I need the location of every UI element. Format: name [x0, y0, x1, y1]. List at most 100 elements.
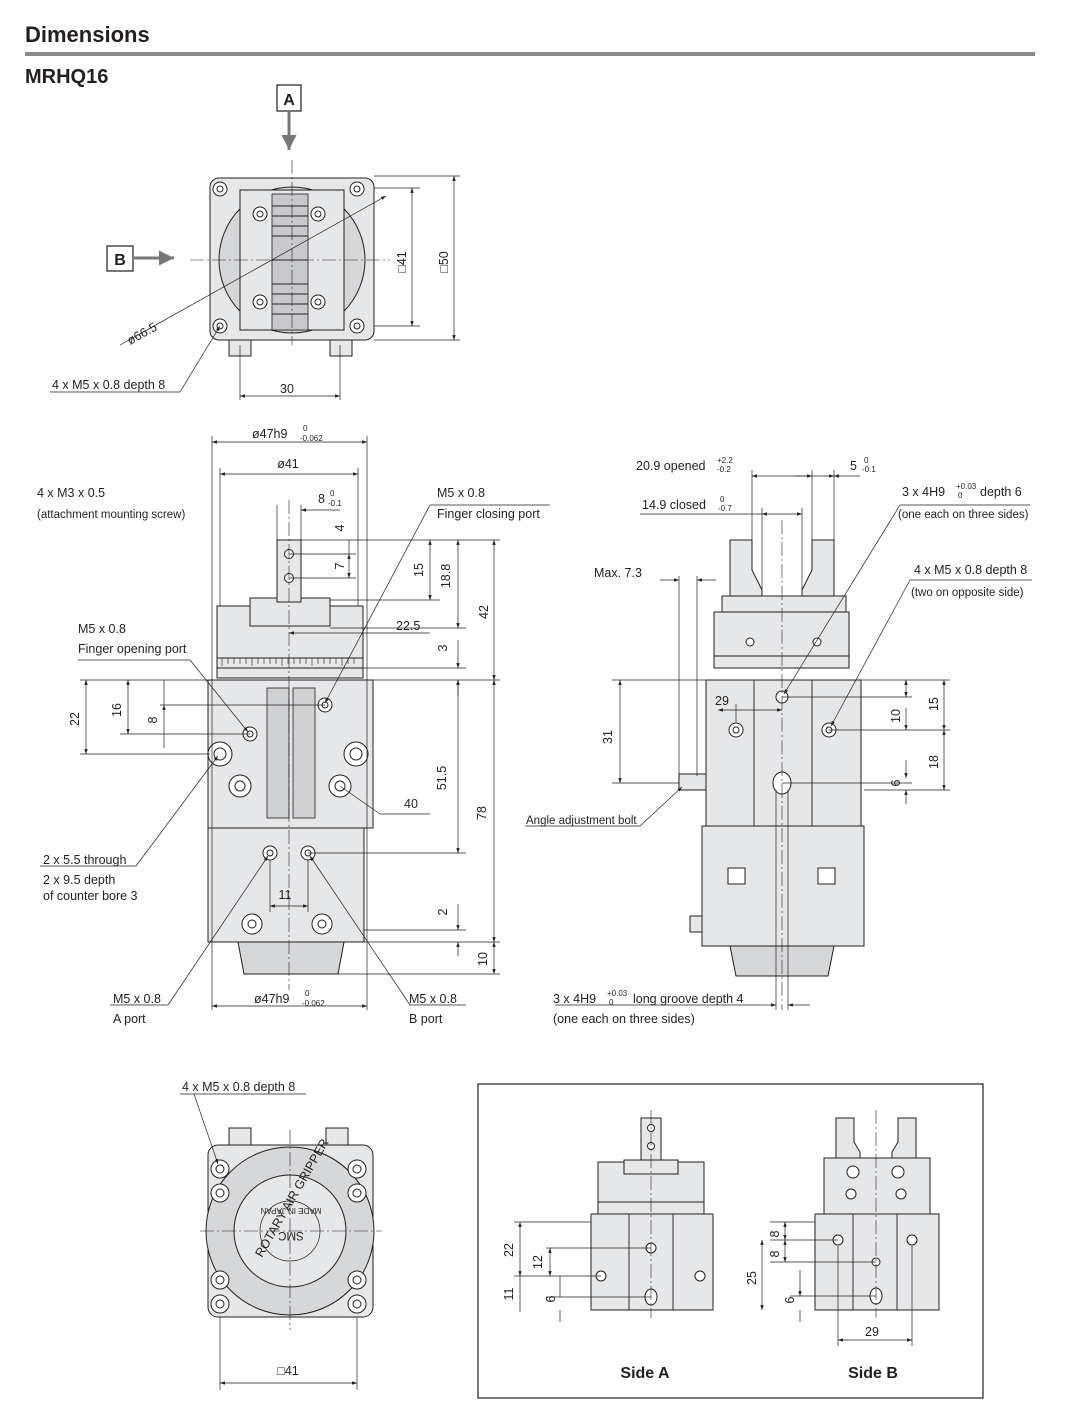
inset-a-dim-22: 22: [502, 1243, 516, 1257]
groove-depth: long groove depth 4: [633, 992, 744, 1006]
dim-10-side: 10: [889, 709, 903, 723]
b-port-label: M5 x 0.8: [409, 992, 457, 1006]
att-screw-note: (attachment mounting screw): [37, 509, 185, 521]
side-tap-label: 4 x M5 x 0.8 depth 8: [914, 563, 1027, 577]
model-title: MRHQ16: [25, 66, 109, 88]
inset-b-dim-25: 25: [745, 1271, 759, 1285]
dim-31: 31: [601, 730, 615, 744]
label-brand: SMC: [278, 1229, 304, 1241]
groove-note: (one each on three sides): [553, 1012, 695, 1026]
dim-d47-bottom: ø47h9: [254, 992, 289, 1006]
pin-hole-note: (one each on three sides): [898, 509, 1029, 521]
dim-pitch-30: 30: [280, 382, 294, 396]
dim-sq-50: □50: [437, 251, 451, 273]
dim-closed: 14.9 closed: [642, 498, 706, 512]
view-a-marker: [276, 84, 302, 112]
view-b-marker: [106, 245, 134, 272]
dim-w5-tol-lo: -0.1: [862, 465, 876, 474]
att-screw-label: 4 x M3 x 0.5: [37, 486, 105, 500]
dim-42: 42: [477, 605, 491, 619]
groove-tol-hi: +0.03: [607, 989, 628, 998]
top-screw-holes: [212, 181, 365, 334]
pin-hole-label: 3 x 4H9: [902, 485, 945, 499]
dim-closed-tol-lo: -0.7: [718, 504, 732, 513]
pin-hole-tol-lo: 0: [958, 491, 963, 500]
inset-side-b: [760, 1110, 940, 1346]
title-rule: [25, 52, 1035, 56]
dim-10: 10: [476, 952, 490, 966]
bottom-dimension-lines: [180, 1093, 358, 1390]
a-port-label: M5 x 0.8: [113, 992, 161, 1006]
inset-a-dim-12: 12: [531, 1255, 545, 1269]
side-head: [713, 611, 850, 669]
side-finger-right: [801, 539, 835, 601]
top-fitting-right: [329, 339, 353, 357]
dim-d47-top-tol-hi: 0: [303, 424, 308, 433]
top-view: [50, 84, 460, 400]
dim-22-5: 22.5: [396, 619, 420, 633]
b-port-note: B port: [409, 1012, 443, 1026]
dim-78: 78: [475, 806, 489, 820]
inset-b-dim-8b: 8: [768, 1250, 782, 1257]
dim-opened-tol-lo: -0.2: [717, 465, 731, 474]
dim-closed-tol-hi: 0: [720, 495, 725, 504]
dim-w8: 8: [318, 492, 325, 506]
dim-15: 15: [412, 563, 426, 577]
front-view: [207, 500, 374, 990]
inset-side-a-title: Side A: [620, 1365, 670, 1382]
dim-11: 11: [279, 888, 292, 902]
dim-d47-top-tol-lo: -0.062: [300, 434, 323, 443]
side-finger-left: [729, 539, 763, 601]
dim-4: 4: [333, 524, 347, 531]
open-port-note: Finger opening port: [78, 642, 187, 656]
inset-a-dim-11: 11: [502, 1287, 516, 1300]
dim-w8-tol-lo: -0.1: [328, 499, 342, 508]
dim-opened: 20.9 opened: [636, 459, 706, 473]
dim-6-side: 6: [889, 779, 903, 786]
inset-a-dim-6: 6: [544, 1295, 558, 1302]
bottom-view: [200, 1127, 382, 1330]
front-lower-body: [207, 827, 365, 943]
angle-bolt-label: Angle adjustment bolt: [526, 815, 637, 827]
dim-7: 7: [333, 562, 347, 569]
dim-2: 2: [436, 908, 450, 915]
pin-hole-depth: depth 6: [980, 485, 1022, 499]
dim-40: 40: [404, 797, 418, 811]
bottom-tap-label: 4 x M5 x 0.8 depth 8: [182, 1080, 295, 1094]
side-dimension-lines: [525, 470, 1032, 1010]
front-finger-base: [249, 597, 331, 627]
dim-18-8: 18.8: [439, 564, 453, 588]
open-port-label: M5 x 0.8: [78, 622, 126, 636]
dim-8: 8: [146, 716, 160, 723]
front-bottom-cap: [237, 941, 345, 975]
inset-b-dim-6: 6: [783, 1296, 797, 1303]
dim-w8-tol-hi: 0: [330, 489, 335, 498]
dim-w5-tol-hi: 0: [864, 456, 869, 465]
label-origin: MADE IN JAPAN: [260, 1206, 321, 1215]
side-body: [705, 679, 862, 827]
inset-side-b-title: Side B: [848, 1365, 898, 1382]
side-lower-body: [701, 825, 865, 947]
front-dimension-lines: [40, 436, 550, 1010]
dim-sq-41-bottom: □41: [277, 1364, 299, 1378]
dim-29: 29: [715, 694, 729, 708]
view-b-label: B: [114, 252, 126, 269]
dim-max-7-3: Max. 7.3: [594, 566, 642, 580]
dim-d47-bottom-tol-hi: 0: [305, 989, 310, 998]
dim-3: 3: [436, 644, 450, 651]
dim-d41: ø41: [277, 457, 299, 471]
groove-label: 3 x 4H9: [553, 992, 596, 1006]
front-scale-ticks: [221, 658, 355, 666]
side-angle-bolt: [678, 773, 707, 791]
cbore-label: 2 x 9.5 depth: [43, 873, 115, 887]
view-a-label: A: [283, 92, 295, 109]
a-port-note: A port: [113, 1012, 146, 1026]
dim-d47-top: ø47h9: [252, 427, 287, 441]
dim-22: 22: [68, 712, 82, 726]
dim-dia-66-5: ø66.5: [125, 320, 160, 348]
inset-side-a: [514, 1110, 714, 1322]
inset-b-dim-8a: 8: [768, 1230, 782, 1237]
close-port-label: M5 x 0.8: [437, 486, 485, 500]
side-tap-note: (two on opposite side): [911, 587, 1024, 599]
